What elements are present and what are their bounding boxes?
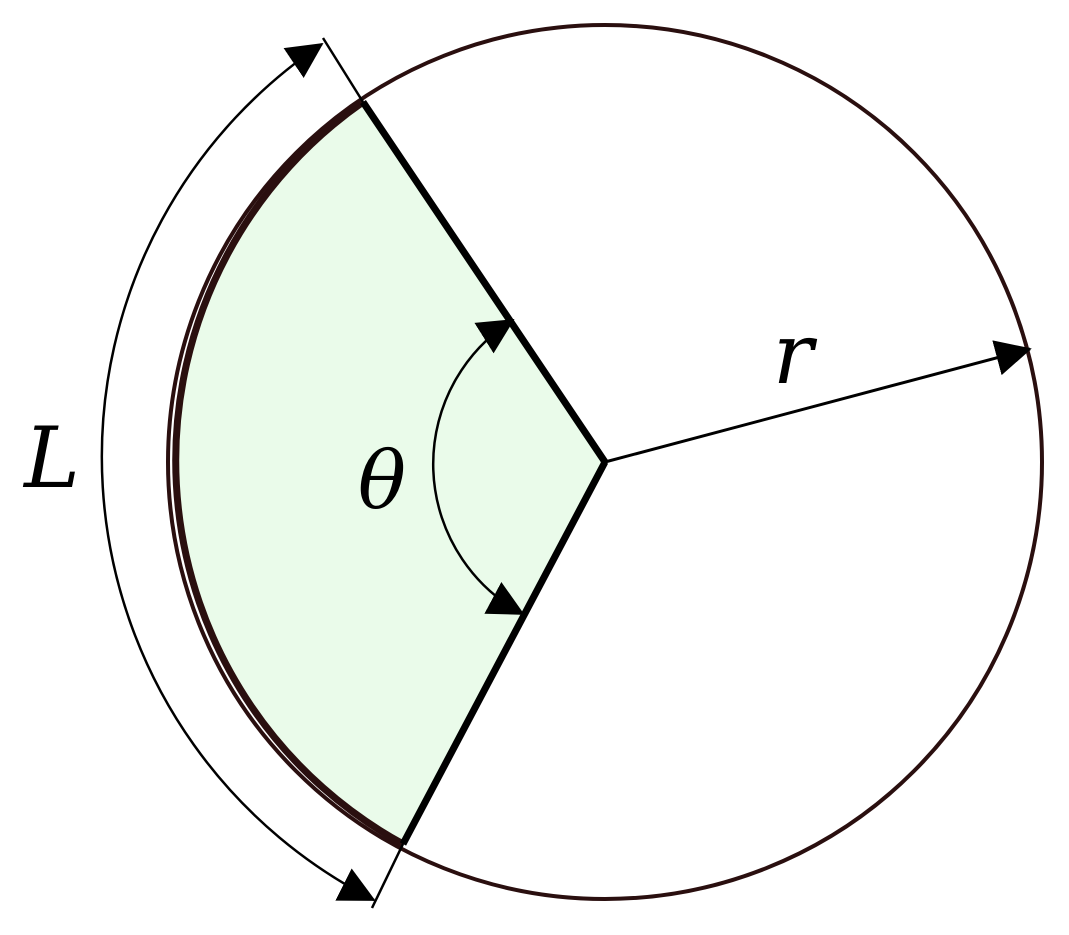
circle-outline bbox=[166, 23, 1044, 901]
arc-length-extension-upper bbox=[321, 37, 365, 103]
arc-length-label: L bbox=[22, 409, 80, 507]
arc-length-extension-lower bbox=[370, 843, 405, 909]
sector-lower-radius bbox=[399, 460, 609, 846]
radius-label: r bbox=[773, 305, 818, 403]
arc-length-dimension-arc bbox=[100, 42, 376, 902]
radius-arrow bbox=[604, 340, 1032, 464]
angle-label: θ bbox=[358, 434, 406, 527]
angle-dimension-arc bbox=[431, 318, 525, 616]
sector-upper-radius bbox=[360, 100, 608, 464]
